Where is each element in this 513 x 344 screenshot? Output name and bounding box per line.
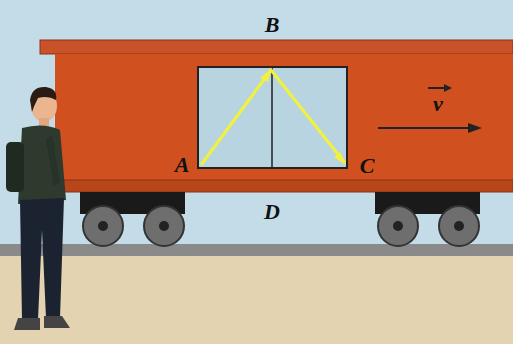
rail [0, 244, 513, 256]
car-roof [40, 40, 513, 54]
window-divider [271, 67, 273, 168]
wheels [83, 206, 479, 246]
ground [0, 256, 513, 344]
point-label: C [360, 155, 375, 177]
light-path [201, 70, 345, 165]
vector-mark [428, 87, 446, 89]
car-body [55, 54, 513, 182]
vector-mark-head [444, 84, 452, 92]
observer [6, 87, 70, 330]
light-arrowhead [334, 152, 346, 165]
velocity-arrowhead [468, 123, 482, 133]
point-label: A [175, 154, 190, 176]
car-floor [55, 180, 513, 192]
velocity-arrow [378, 127, 472, 129]
point-label: B [265, 14, 280, 36]
point-label: D [264, 201, 280, 223]
vector-label: v [433, 93, 443, 115]
window [198, 67, 347, 168]
light-arrowhead [260, 69, 271, 82]
